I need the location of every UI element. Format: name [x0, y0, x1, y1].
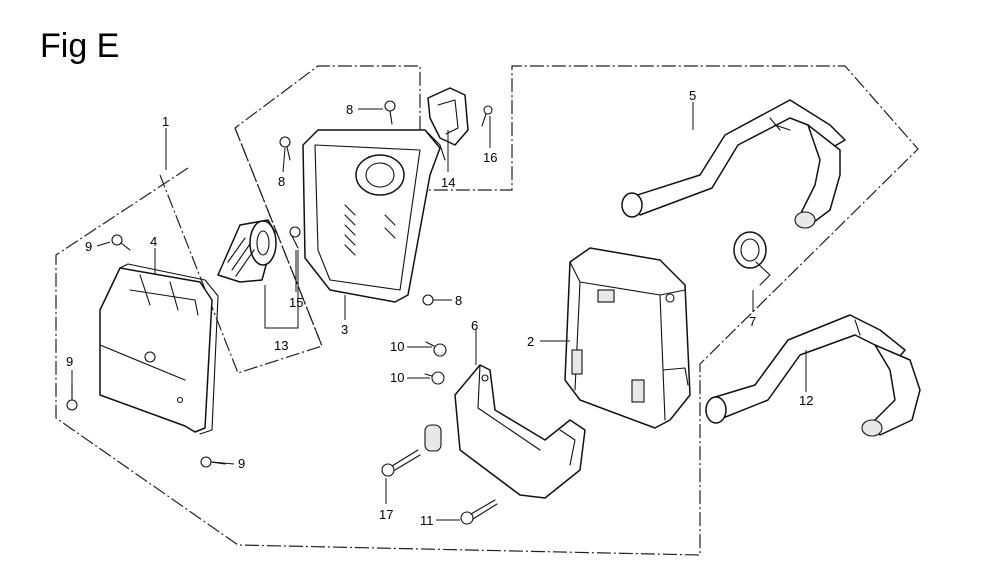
callout-10-upper: 10 [390, 339, 404, 354]
callout-5: 5 [689, 88, 696, 103]
callout-3: 3 [341, 322, 348, 337]
callout-7: 7 [749, 314, 756, 329]
callout-9-top: 9 [85, 239, 92, 254]
part-15-stud [289, 226, 301, 249]
callout-9-bottom: 9 [238, 456, 245, 471]
callout-8-mid: 8 [455, 293, 462, 308]
assembly-frame-inner [234, 127, 323, 347]
callout-9-left: 9 [66, 354, 73, 369]
callout-10-lower: 10 [390, 370, 404, 385]
callout-6: 6 [471, 318, 478, 333]
figure-title: Fig E [40, 27, 120, 65]
callout-1: 1 [162, 114, 169, 129]
leader-9c [211, 461, 235, 465]
callout-8-top: 8 [346, 102, 353, 117]
part-13-gasket [217, 219, 277, 283]
part-17-bolt [381, 449, 421, 477]
bolt-8-left [279, 136, 291, 161]
callout-15: 15 [289, 295, 303, 310]
callout-11: 11 [420, 513, 434, 528]
bolt-16 [481, 105, 493, 127]
callout-13: 13 [274, 338, 288, 353]
bolt-9-top [111, 234, 131, 251]
callout-16: 16 [483, 150, 497, 165]
part-14-bracket [427, 87, 469, 146]
leader-13 [264, 250, 299, 329]
callout-2: 2 [527, 334, 534, 349]
callout-8-left: 8 [278, 174, 285, 189]
bolt-8-top [384, 100, 396, 125]
bolt-10-lower [424, 371, 445, 385]
part-4-cover [99, 263, 219, 435]
callout-12: 12 [799, 393, 813, 408]
bolt-10-upper [425, 341, 447, 357]
part-3-housing [302, 129, 446, 303]
callout-14: 14 [441, 175, 455, 190]
callout-4: 4 [150, 234, 157, 249]
part-6-bracket [424, 364, 586, 499]
part-7-clamp [733, 231, 771, 286]
part-12-exhaust-pipe [705, 314, 921, 437]
part-5-exhaust-pipe [621, 99, 846, 229]
part-11-bolt [460, 499, 498, 525]
part-2-muffler [564, 247, 691, 429]
leader-8b [282, 147, 286, 173]
callout-17: 17 [379, 507, 393, 522]
leader-9a [96, 241, 111, 247]
